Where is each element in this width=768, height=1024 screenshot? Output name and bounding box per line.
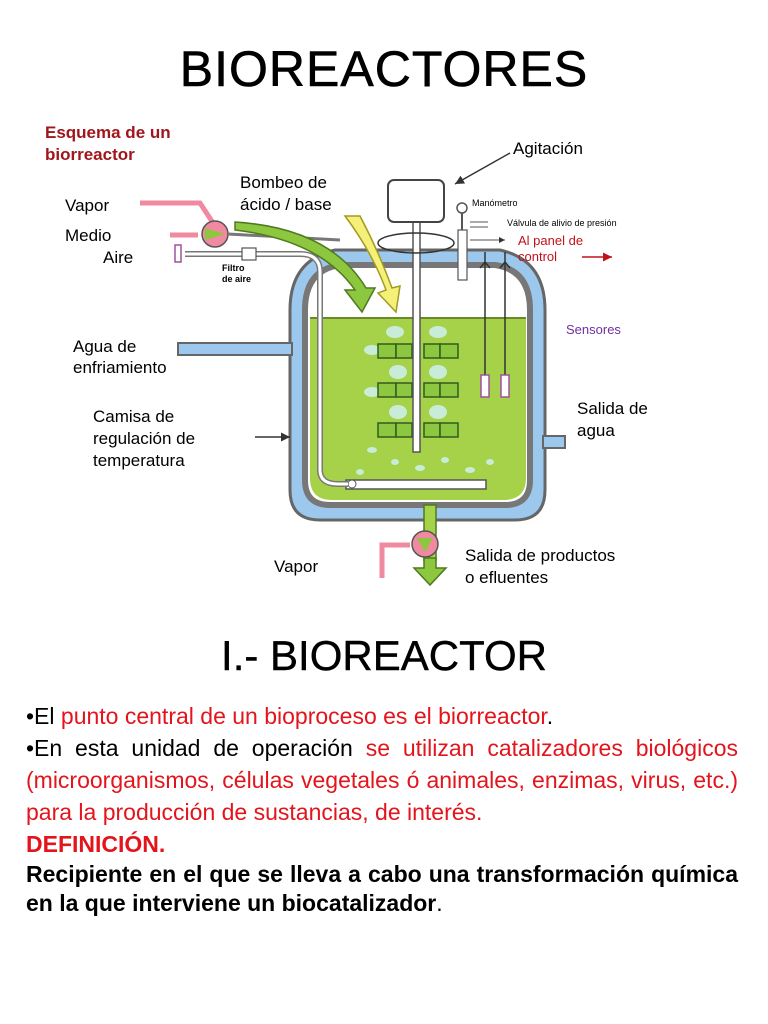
sparger: [345, 479, 487, 490]
bullet-1-highlight: punto central de un bioproceso es el bio…: [60, 703, 547, 729]
agitator-shaft: [412, 219, 421, 453]
product-arrow: [412, 557, 448, 587]
medium-arrow: [234, 221, 377, 314]
sensor-probes: [479, 252, 511, 398]
label-jacket-3: temperatura: [93, 451, 185, 470]
bullet-2-highlight: se utilizan catalizadores biológicos (mi…: [26, 735, 738, 825]
bullet-1: •El punto central de un bioproceso es el…: [26, 700, 738, 732]
definition-suffix: .: [436, 890, 443, 916]
definition-body: Recipiente en el que se lleva a cabo una…: [26, 861, 738, 916]
label-medium: Medio: [65, 226, 111, 245]
label-control-1: Al panel de: [518, 233, 583, 248]
vapor-pipe: [140, 200, 218, 228]
label-water-out-2: agua: [577, 421, 615, 440]
label-products-2: o efluentes: [465, 568, 548, 587]
agitator-motor: [387, 179, 445, 223]
label-pump-1: Bombeo de: [240, 173, 327, 192]
cooling-inlet-pipe: [177, 342, 293, 356]
label-filter-2: de aire: [222, 274, 251, 284]
diagram-heading-2: biorreactor: [45, 145, 135, 164]
rotation-indicator: [377, 232, 455, 254]
air-valve: [174, 244, 182, 263]
bullet-2-prefix: •En esta unidad de operación: [26, 735, 366, 761]
label-water-out-1: Salida de: [577, 399, 648, 418]
label-agitation: Agitación: [513, 139, 583, 158]
label-cooling-1: Agua de: [73, 337, 136, 356]
bioreactor-diagram: Esquema de un biorreactor Agitación Bomb…: [45, 123, 648, 587]
label-cooling-2: enfriamiento: [73, 358, 167, 377]
bullet-2: •En esta unidad de operación se utilizan…: [26, 732, 738, 828]
label-sensors: Sensores: [566, 322, 621, 337]
bullet-1-suffix: .: [546, 703, 554, 729]
label-vapor-bottom: Vapor: [274, 557, 318, 576]
impellers: [377, 343, 459, 438]
section-body: •El punto central de un bioproceso es el…: [26, 700, 738, 918]
label-filter-1: Filtro: [222, 263, 245, 273]
diagram-heading-1: Esquema de un: [45, 123, 171, 142]
acid-base-arrow: [343, 215, 401, 314]
agitation-pointer: [454, 152, 511, 185]
air-filter: [241, 247, 257, 261]
label-manometer: Manómetro: [472, 198, 518, 208]
label-vapor-top: Vapor: [65, 196, 109, 215]
label-air: Aire: [103, 248, 133, 267]
label-pump-2: ácido / base: [240, 195, 332, 214]
page-title: BIOREACTORES: [179, 41, 589, 98]
label-relief-valve: Válvula de alivio de presión: [507, 218, 617, 228]
definition-heading: DEFINICIÓN.: [26, 831, 166, 857]
label-jacket-2: regulación de: [93, 429, 195, 448]
section-title: I.- BIOREACTOR: [221, 632, 547, 679]
bottom-vapor-pipe: [379, 542, 410, 578]
label-jacket-1: Camisa de: [93, 407, 174, 426]
definition-text: Recipiente en el que se lleva a cabo una…: [26, 860, 738, 918]
bullet-1-prefix: •El: [26, 703, 61, 729]
label-products-1: Salida de productos: [465, 546, 615, 565]
label-control-2: control: [518, 249, 557, 264]
manometer-gauge: [456, 202, 468, 214]
